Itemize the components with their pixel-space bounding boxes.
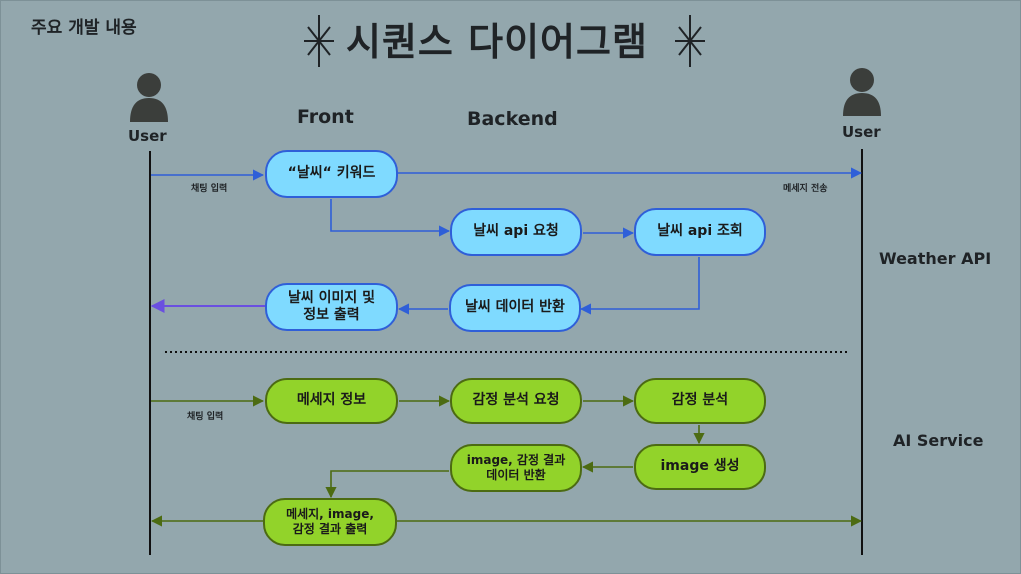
node-weather-keyword: “날씨“ 키워드 xyxy=(265,150,398,198)
node-result-return: image, 감정 결과 데이터 반환 xyxy=(450,444,582,492)
arrow-query-to-return xyxy=(579,257,700,315)
node-weather-image-output-label: 날씨 이미지 및 정보 출력 xyxy=(287,289,376,324)
arrow-keyword-to-request xyxy=(330,199,451,237)
node-message-info: 메세지 정보 xyxy=(265,378,398,424)
node-emotion-analysis-label: 감정 분석 xyxy=(671,392,729,409)
node-image-generate-label: image 생성 xyxy=(660,458,740,475)
node-result-return-label: image, 감정 결과 데이터 반환 xyxy=(466,453,566,482)
service-weather-api: Weather API xyxy=(879,249,992,268)
node-emotion-request-label: 감정 분석 요청 xyxy=(472,392,560,409)
node-weather-keyword-label: “날씨“ 키워드 xyxy=(287,165,376,182)
node-final-output-label: 메세지, image, 감정 결과 출력 xyxy=(286,507,374,536)
node-weather-image-output: 날씨 이미지 및 정보 출력 xyxy=(265,283,398,331)
node-weather-api-query-label: 날씨 api 조회 xyxy=(657,223,743,240)
node-image-generate: image 생성 xyxy=(634,444,766,490)
actor-label-right: User xyxy=(842,123,881,141)
arrow-result-to-output xyxy=(325,470,449,499)
node-weather-data-return: 날씨 데이터 반환 xyxy=(449,284,581,332)
user-icon-right xyxy=(843,68,881,116)
corner-label: 주요 개발 내용 xyxy=(31,18,137,38)
service-ai: AI Service xyxy=(893,431,984,450)
node-emotion-analysis: 감정 분석 xyxy=(634,378,766,424)
message-send: 메세지 전송 xyxy=(783,184,828,194)
sparkle-icon-right xyxy=(675,15,705,67)
column-backend: Backend xyxy=(467,108,558,130)
node-weather-api-request: 날씨 api 요청 xyxy=(450,208,582,256)
user-icon-left xyxy=(130,73,168,122)
column-front: Front xyxy=(297,106,354,128)
node-weather-api-request-label: 날씨 api 요청 xyxy=(473,223,559,240)
node-final-output: 메세지, image, 감정 결과 출력 xyxy=(263,498,397,546)
page-title: 시퀀스 다이어그램 xyxy=(346,20,648,64)
node-weather-data-return-label: 날씨 데이터 반환 xyxy=(465,299,565,316)
sparkle-icon-left xyxy=(304,15,334,67)
node-emotion-request: 감정 분석 요청 xyxy=(450,378,582,424)
message-chat-input-1: 채팅 입력 xyxy=(191,184,228,194)
node-weather-api-query: 날씨 api 조회 xyxy=(634,208,766,256)
node-message-info-label: 메세지 정보 xyxy=(296,392,367,409)
message-chat-input-2: 채팅 입력 xyxy=(187,412,224,422)
actor-label-left: User xyxy=(128,127,167,145)
